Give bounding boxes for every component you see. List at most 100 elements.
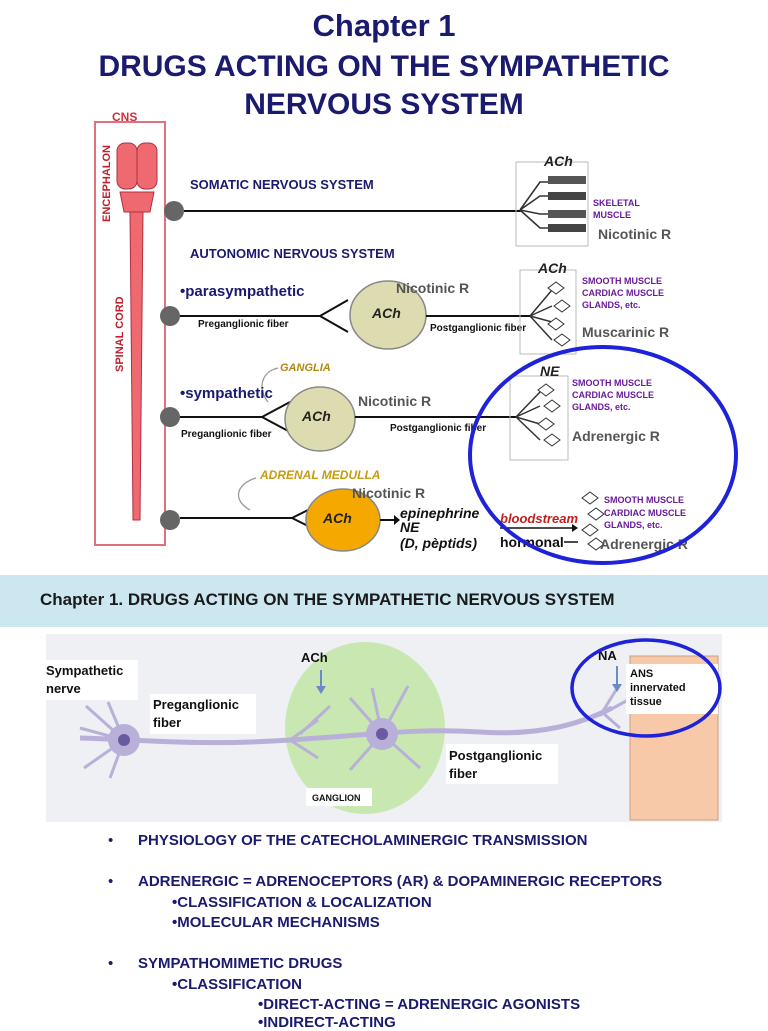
sympathetic-nerve-label-2: nerve <box>46 681 81 696</box>
axon-terminal <box>598 689 629 730</box>
brain-right-hemisphere <box>136 142 158 190</box>
spinal-cord-shape <box>129 211 144 521</box>
ach-label: ACh <box>301 650 328 665</box>
bullet-3a: •CLASSIFICATION <box>172 976 302 993</box>
ach-para-ganglion: ACh <box>371 305 401 321</box>
ne-symp: NE <box>540 363 560 379</box>
adrenal-glands: GLANDS, etc. <box>604 520 663 530</box>
adrenal-smooth-muscle: SMOOTH MUSCLE <box>604 495 684 505</box>
preganglionic-label-2: fiber <box>153 715 181 730</box>
ganglion-box <box>306 788 372 806</box>
smooth-muscle-graphic-adrenal <box>581 491 605 551</box>
spinal-cord-label: SPINAL CORD <box>114 296 126 372</box>
parasympathetic-label: •parasympathetic <box>180 283 304 300</box>
nicotinic-r-adrenal: Nicotinic R <box>352 485 425 501</box>
ach-adrenal: ACh <box>322 510 352 526</box>
epinephrine-label: epinephrine <box>400 505 480 521</box>
smooth-muscle-graphic-symp <box>509 375 569 461</box>
preganglionic-neuron <box>79 701 140 779</box>
autonomic-label: AUTONOMIC NERVOUS SYSTEM <box>190 246 395 261</box>
postganglionic-box <box>446 744 558 784</box>
ach-symp-ganglion: ACh <box>301 408 331 424</box>
bullet-3c: •INDIRECT-ACTING <box>258 1014 396 1031</box>
bullet-2-marker: • <box>108 873 114 890</box>
parasympathetic-node <box>160 306 180 326</box>
symp-smooth-muscle: SMOOTH MUSCLE <box>572 378 652 388</box>
cns-label: CNS <box>112 110 137 124</box>
neuron-pathway-diagram: ACh NA Sympathetic nerve Preganglionic f… <box>44 634 722 822</box>
postganglionic-neuron <box>348 685 422 771</box>
main-title-line-2: NERVOUS SYSTEM <box>244 88 524 121</box>
para-smooth-muscle: SMOOTH MUSCLE <box>582 276 662 286</box>
symp-ganglion <box>284 386 356 452</box>
preganglionic-label-1: Preganglionic <box>153 697 239 712</box>
tissue-label-3: tissue <box>630 696 662 708</box>
ganglia-arrow <box>261 367 279 403</box>
adrenal-release-arrowhead <box>394 515 400 525</box>
para-cardiac-muscle: CARDIAC MUSCLE <box>582 288 664 298</box>
symp-postganglionic-label: Postganglionic fiber <box>390 423 486 434</box>
brain-stem <box>119 191 155 213</box>
postganglionic-label-2: fiber <box>449 766 477 781</box>
main-title-line-1: DRUGS ACTING ON THE SYMPATHETIC <box>98 50 670 83</box>
sympathetic-node <box>160 407 180 427</box>
postganglionic-label-1: Postganglionic <box>449 748 542 763</box>
nicotinic-r-symp: Nicotinic R <box>358 393 431 409</box>
ach-para-target: ACh <box>537 260 567 276</box>
ne-adrenal: NE <box>400 519 420 535</box>
cns-box <box>94 121 166 546</box>
skeletal-muscle-label-1: SKELETAL <box>593 198 640 208</box>
symp-glands: GLANDS, etc. <box>572 402 631 412</box>
adrenal-node <box>160 510 180 530</box>
para-synapse-fork <box>319 299 349 333</box>
adrenal-medulla-label: ADRENAL MEDULLA <box>259 468 380 482</box>
adrenal-cardiac-muscle: CARDIAC MUSCLE <box>604 508 686 518</box>
adrenergic-r-symp: Adrenergic R <box>572 428 660 444</box>
ach-somatic: ACh <box>543 153 573 169</box>
section-bar: Chapter 1. DRUGS ACTING ON THE SYMPATHET… <box>0 575 768 627</box>
bullet-2b: •MOLECULAR MECHANISMS <box>172 914 380 931</box>
chapter-title: Chapter 1 <box>312 8 456 43</box>
bullet-3-marker: • <box>108 955 114 972</box>
para-postganglionic-label: Postganglionic fiber <box>430 323 526 334</box>
brain-left-hemisphere <box>116 142 138 190</box>
bloodstream-arrowhead <box>572 524 578 532</box>
skeletal-muscle-graphic <box>515 161 589 247</box>
tissue-label-1: ANS <box>630 668 653 680</box>
bloodstream-label: bloodstream <box>500 511 578 526</box>
highlight-ellipse <box>468 345 738 565</box>
ach-arrowhead <box>316 686 326 694</box>
somatic-label: SOMATIC NERVOUS SYSTEM <box>190 177 374 192</box>
tissue-box <box>626 664 718 714</box>
encephalon-label: ENCEPHALON <box>101 145 113 222</box>
d-peptids-label: (D, pèptids) <box>400 535 477 551</box>
ganglion-label: GANGLION <box>312 793 361 803</box>
nervous-system-diagram: CNS ENCEPHALON SPINAL CORD SOMATIC NERVO… <box>94 110 738 565</box>
bullet-3: SYMPATHOMIMETIC DRUGS <box>138 955 343 972</box>
bullet-2: ADRENERGIC = ADRENOCEPTORS (AR) & DOPAMI… <box>138 873 663 890</box>
tissue-label-2: innervated <box>630 682 686 694</box>
para-glands: GLANDS, etc. <box>582 300 641 310</box>
ganglia-label: GANGLIA <box>280 362 331 374</box>
ganglion-area <box>285 642 445 814</box>
bullet-1: PHYSIOLOGY OF THE CATECHOLAMINERGIC TRAN… <box>138 832 588 849</box>
ganglion-synapse <box>289 704 332 760</box>
bullet-3b: •DIRECT-ACTING = ADRENERGIC AGONISTS <box>258 996 581 1013</box>
sympathetic-nerve-box <box>44 660 138 700</box>
para-preganglionic-label: Preganglionic fiber <box>198 319 289 330</box>
nicotinic-r-para: Nicotinic R <box>396 280 469 296</box>
tissue-highlight-ellipse <box>570 638 722 738</box>
symp-preganglionic-label: Preganglionic fiber <box>181 429 272 440</box>
smooth-muscle-graphic-para <box>519 269 577 355</box>
bullet-2a: •CLASSIFICATION & LOCALIZATION <box>172 894 432 911</box>
somatic-node <box>164 201 184 221</box>
adrenal-arrow <box>238 477 257 511</box>
sympathetic-label: •sympathetic <box>180 385 273 402</box>
skeletal-muscle-label-2: MUSCLE <box>593 210 631 220</box>
section-bar-title: Chapter 1. DRUGS ACTING ON THE SYMPATHET… <box>40 590 615 609</box>
preganglionic-box <box>150 694 256 734</box>
sympathetic-nerve-label-1: Sympathetic <box>46 663 123 678</box>
bullet-1-marker: • <box>108 832 114 849</box>
symp-synapse-fork <box>261 401 291 433</box>
symp-cardiac-muscle: CARDIAC MUSCLE <box>572 390 654 400</box>
